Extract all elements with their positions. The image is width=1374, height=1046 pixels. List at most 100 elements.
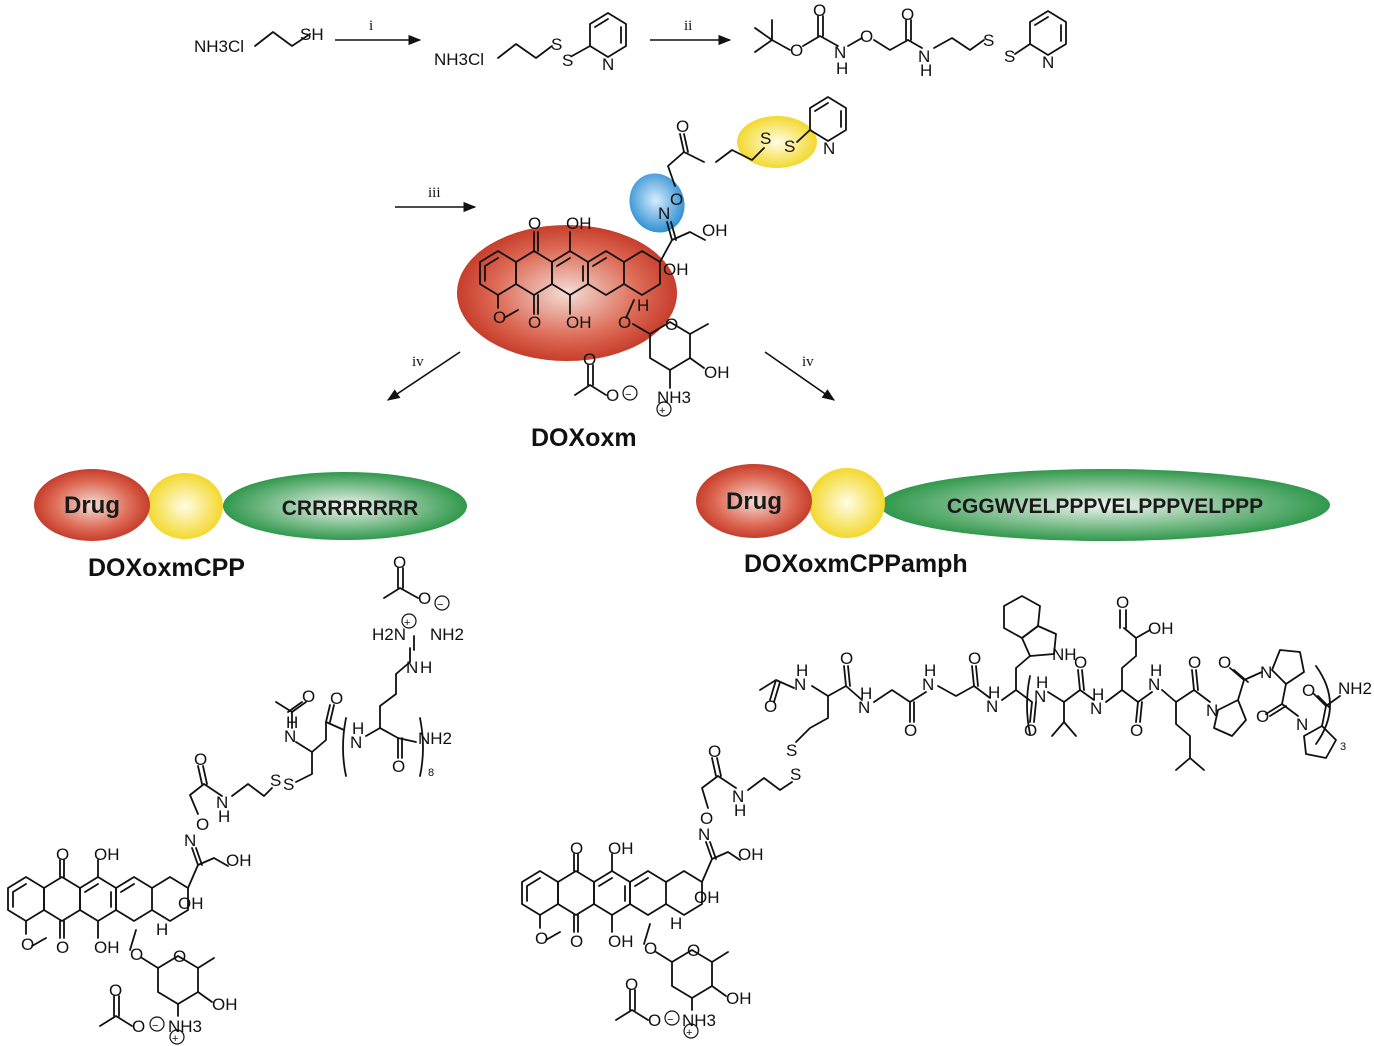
dox-acetate-charge: − <box>625 389 631 401</box>
arrow-step-iv-left <box>386 351 461 401</box>
amph-dox-acetate-charge: − <box>667 1014 673 1026</box>
amph-dox-oxime-n: N <box>698 825 710 844</box>
cpp-dox-acetate-charge: − <box>152 1020 158 1032</box>
amph-trp-n: N <box>986 697 998 716</box>
amph-gly2-h: H <box>924 661 936 680</box>
amph-gly1-o: O <box>904 721 917 740</box>
boc-o2-label: O <box>813 1 826 20</box>
cpp-dox-c9-oh: OH <box>178 894 204 913</box>
boc-pyridyl-n-label: N <box>1042 53 1054 72</box>
dox-s1-label: S <box>760 129 771 148</box>
amph-dox-h: H <box>670 914 682 933</box>
dox-oxime-o-label: O <box>670 190 683 209</box>
pyridyl-n-label: N <box>602 55 614 74</box>
cpp-dox-oxime-n: N <box>184 831 196 850</box>
amph-indole-nh: NH <box>1052 645 1077 664</box>
amph-trp-h: H <box>988 683 1000 702</box>
doxoxmcpp-structure: O O OH OH O OH H OH N O O N H S S N H O … <box>7 553 464 1045</box>
cpp-guan-h2n: H2N <box>372 625 406 644</box>
cpp-cys-co-o: O <box>330 689 343 708</box>
cpp-dox-acetate-o2: O <box>132 1017 145 1036</box>
boc-o4-label: O <box>901 5 914 24</box>
amph-cys-co-o: O <box>840 649 853 668</box>
step-i-label: i <box>369 18 373 34</box>
boc-aminooxy-intermediate: O O N H O O N H S S N <box>754 1 1067 80</box>
amph-acetyl-o: O <box>764 697 777 716</box>
amph-leu-o: O <box>1188 653 1201 672</box>
doxoxmcppamph-schematic: Drug CGGWVELPPPVELPPPVELPPP <box>696 464 1330 541</box>
dox-h-label: H <box>637 296 649 315</box>
dox-side-oh-label: OH <box>702 221 728 240</box>
doxoxmcpp-name: DOXoxmCPP <box>88 554 245 582</box>
dox-glycoside-o-label: O <box>618 313 631 332</box>
dox-oh2-label: OH <box>566 313 592 332</box>
cpp-arg-co-o: O <box>392 757 405 776</box>
cpp-dox-oh2: OH <box>94 938 120 957</box>
dox-acetate-o2-label: O <box>606 386 619 405</box>
amph-val-o: O <box>1074 653 1087 672</box>
amph-pro3-n: N <box>1296 715 1308 734</box>
cpp-yellow-linker <box>147 473 223 539</box>
cppamph-sequence-label: CGGWVELPPPVELPPPVELPPP <box>947 495 1263 518</box>
cpp-dox-methoxy: O <box>21 935 34 954</box>
pyridyl-s1-label: S <box>551 35 562 54</box>
doxoxmcpp-schematic: Drug CRRRRRRRR <box>34 469 467 541</box>
amph-gly2-n: N <box>922 675 934 694</box>
cpp-dox-oxime-o: O <box>196 815 209 834</box>
cpp-top-acetate-o1: O <box>393 553 406 572</box>
amph-pro2-n: N <box>1260 663 1272 682</box>
amph-cys-h: H <box>796 661 808 680</box>
dox-s2-label: S <box>784 137 795 156</box>
dox-amide-o-label: O <box>676 117 689 136</box>
amph-dox-o1: O <box>570 839 583 858</box>
cpp-top-acetate-o2: O <box>418 589 431 608</box>
cpp-top-acetate-charge: − <box>437 599 443 611</box>
cpp-cys-n: N <box>284 727 296 746</box>
doxoxm-name: DOXoxm <box>531 424 637 452</box>
amph-linker-amide-n: N <box>732 787 744 806</box>
cpp-dox-nh3-charge: + <box>172 1033 178 1045</box>
amph-dox-glyc-o: O <box>644 939 657 958</box>
cpp-dox-o2: O <box>56 938 69 957</box>
amph-val-h: H <box>1036 673 1048 692</box>
cysteamine-sh-label: SH <box>300 25 324 44</box>
step-ii-label: ii <box>684 18 692 34</box>
amph-dox-o2: O <box>570 932 583 951</box>
boc-h1-label: H <box>836 59 848 78</box>
cpp-drug-label: Drug <box>64 492 120 519</box>
amph-glu-h: H <box>1092 685 1104 704</box>
pyridyl-nh3cl-label: NH3Cl <box>434 50 484 69</box>
amph-dox-nh3-charge: + <box>686 1027 692 1039</box>
amph-dox-c9-oh: OH <box>694 888 720 907</box>
cppamph-yellow-linker <box>809 468 885 538</box>
dox-quinone-o2-label: O <box>528 313 541 332</box>
amph-dox-oh2: OH <box>608 932 634 951</box>
amph-terminal-nh2: NH2 <box>1338 679 1372 698</box>
cpp-dox-sugar-o: O <box>173 947 186 966</box>
dox-oh1-label: OH <box>566 214 592 233</box>
boc-s1-label: S <box>983 31 994 50</box>
boc-h2-label: H <box>920 61 932 80</box>
dox-methoxy-o-label: O <box>493 308 506 327</box>
cpp-drug-pill <box>34 469 150 541</box>
cpp-s1: S <box>270 771 281 790</box>
amph-cys-n: N <box>794 675 806 694</box>
cpp-arg-n: N <box>350 733 362 752</box>
cpp-guan-charge: + <box>404 617 410 629</box>
cpp-dox-acetate-o1: O <box>109 981 122 1000</box>
boc-n1-label: N <box>834 43 846 62</box>
boc-n2-label: N <box>918 47 930 66</box>
amph-pro1-n: N <box>1206 701 1218 720</box>
cpp-sequence-label: CRRRRRRRR <box>282 497 419 520</box>
boc-s2-label: S <box>1004 47 1015 66</box>
amph-dox-acetate-o1: O <box>625 975 638 994</box>
amph-dox-sugar-oh: OH <box>726 989 752 1008</box>
oxime-highlight-ellipse <box>629 173 685 233</box>
amph-dox-nh3: NH3 <box>682 1011 716 1030</box>
disulfide-highlight-ellipse <box>737 116 817 168</box>
cppamph-green-pill <box>880 469 1330 541</box>
dox-c9-oh-label: OH <box>663 260 689 279</box>
amph-trp-o: O <box>1024 721 1037 740</box>
cpp-dox-sugar-oh: OH <box>212 995 238 1014</box>
